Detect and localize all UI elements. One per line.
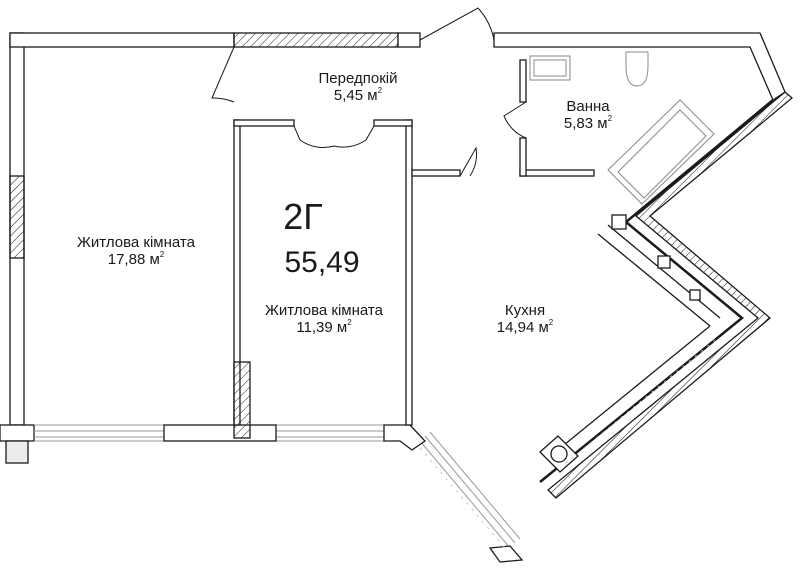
room-living-2-name: Житлова кімната <box>265 302 383 319</box>
window-line <box>34 424 521 549</box>
room-kitchen-area: 14,94 м2 <box>496 318 554 336</box>
kitchen-vent <box>539 435 579 473</box>
room-bathroom: Ванна 5,83 м2 <box>538 98 638 132</box>
room-living-1-area: 17,88 м2 <box>107 250 165 268</box>
room-hallway: Передпокій 5,45 м2 <box>298 70 418 104</box>
living2-double-door <box>293 125 375 148</box>
kitchen-door <box>459 146 477 177</box>
room-living-2: Житлова кімната 11,39 м2 <box>234 302 414 336</box>
room-bathroom-name: Ванна <box>566 98 610 115</box>
partition-column <box>233 361 251 439</box>
diagonal-wall <box>539 91 794 499</box>
interior-walls <box>233 59 595 439</box>
apartment-code-text: 2Г <box>283 196 323 237</box>
bathroom-fixtures <box>529 51 715 205</box>
sink <box>529 55 571 81</box>
apartment-total-area: 55,49 <box>272 246 372 280</box>
apartment-total-area-text: 55,49 <box>284 246 360 279</box>
bathtub <box>607 99 715 205</box>
toilet <box>625 51 649 87</box>
room-living-1-name: Житлова кімната <box>77 234 195 251</box>
entrance-door <box>419 7 495 41</box>
room-hallway-name: Передпокій <box>318 70 398 87</box>
room-kitchen: Кухня 14,94 м2 <box>470 302 580 336</box>
partition-right <box>405 119 413 426</box>
apartment-code: 2Г <box>268 196 338 238</box>
room-living-1: Житлова кімната 17,88 м2 <box>46 234 226 268</box>
room-kitchen-name: Кухня <box>504 302 546 319</box>
doors <box>211 7 527 177</box>
bathroom-door <box>503 101 527 139</box>
corner-block-left <box>0 424 35 464</box>
top-wall-hatched <box>233 32 399 48</box>
room-hallway-area: 5,45 м2 <box>333 86 383 104</box>
room-bathroom-area: 5,83 м2 <box>563 114 613 132</box>
bottom-wall-parts <box>163 424 524 563</box>
vent-blocks <box>611 214 701 301</box>
room-living-2-area: 11,39 м2 <box>296 318 352 336</box>
top-wall-right <box>493 32 786 101</box>
hallway-left-door <box>211 46 235 103</box>
top-wall-left <box>9 32 235 48</box>
window-frame-dots <box>419 339 716 549</box>
left-wall-column <box>9 175 25 259</box>
